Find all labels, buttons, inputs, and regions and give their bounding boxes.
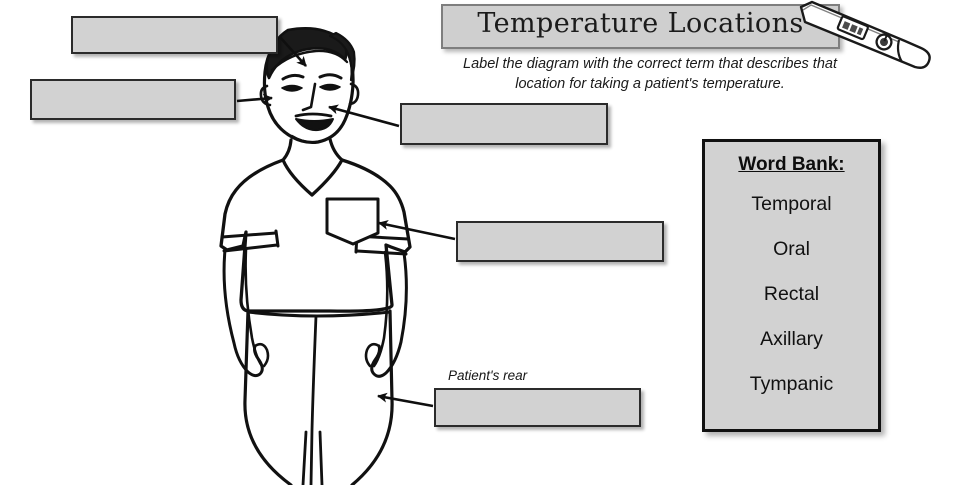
- page-title: Temperature Locations: [477, 8, 804, 39]
- arrow-mouth: [328, 104, 400, 128]
- word-bank-item-axillary[interactable]: Axillary: [760, 328, 823, 350]
- word-bank-title: Word Bank:: [738, 154, 845, 175]
- arrow-rear: [377, 392, 434, 408]
- word-bank: Word Bank: Temporal Oral Rectal Axillary…: [702, 139, 881, 432]
- instructions-text: Label the diagram with the correct term …: [463, 56, 837, 92]
- answer-box-ear[interactable]: [30, 79, 236, 120]
- word-bank-item-oral[interactable]: Oral: [773, 238, 810, 260]
- answer-box-forehead[interactable]: [71, 16, 278, 54]
- answer-box-armpit[interactable]: [456, 221, 664, 262]
- title-banner: [441, 4, 840, 49]
- arrow-ear: [236, 93, 273, 104]
- word-bank-item-temporal[interactable]: Temporal: [751, 193, 832, 215]
- arrow-armpit: [378, 219, 456, 241]
- rear-note-label: Patient's rear: [448, 368, 528, 383]
- word-bank-item-rectal[interactable]: Rectal: [763, 283, 820, 305]
- arrow-forehead: [278, 35, 307, 67]
- answer-box-mouth[interactable]: [400, 103, 608, 145]
- answer-box-rear[interactable]: [434, 388, 641, 427]
- word-bank-item-tympanic[interactable]: Tympanic: [749, 373, 834, 395]
